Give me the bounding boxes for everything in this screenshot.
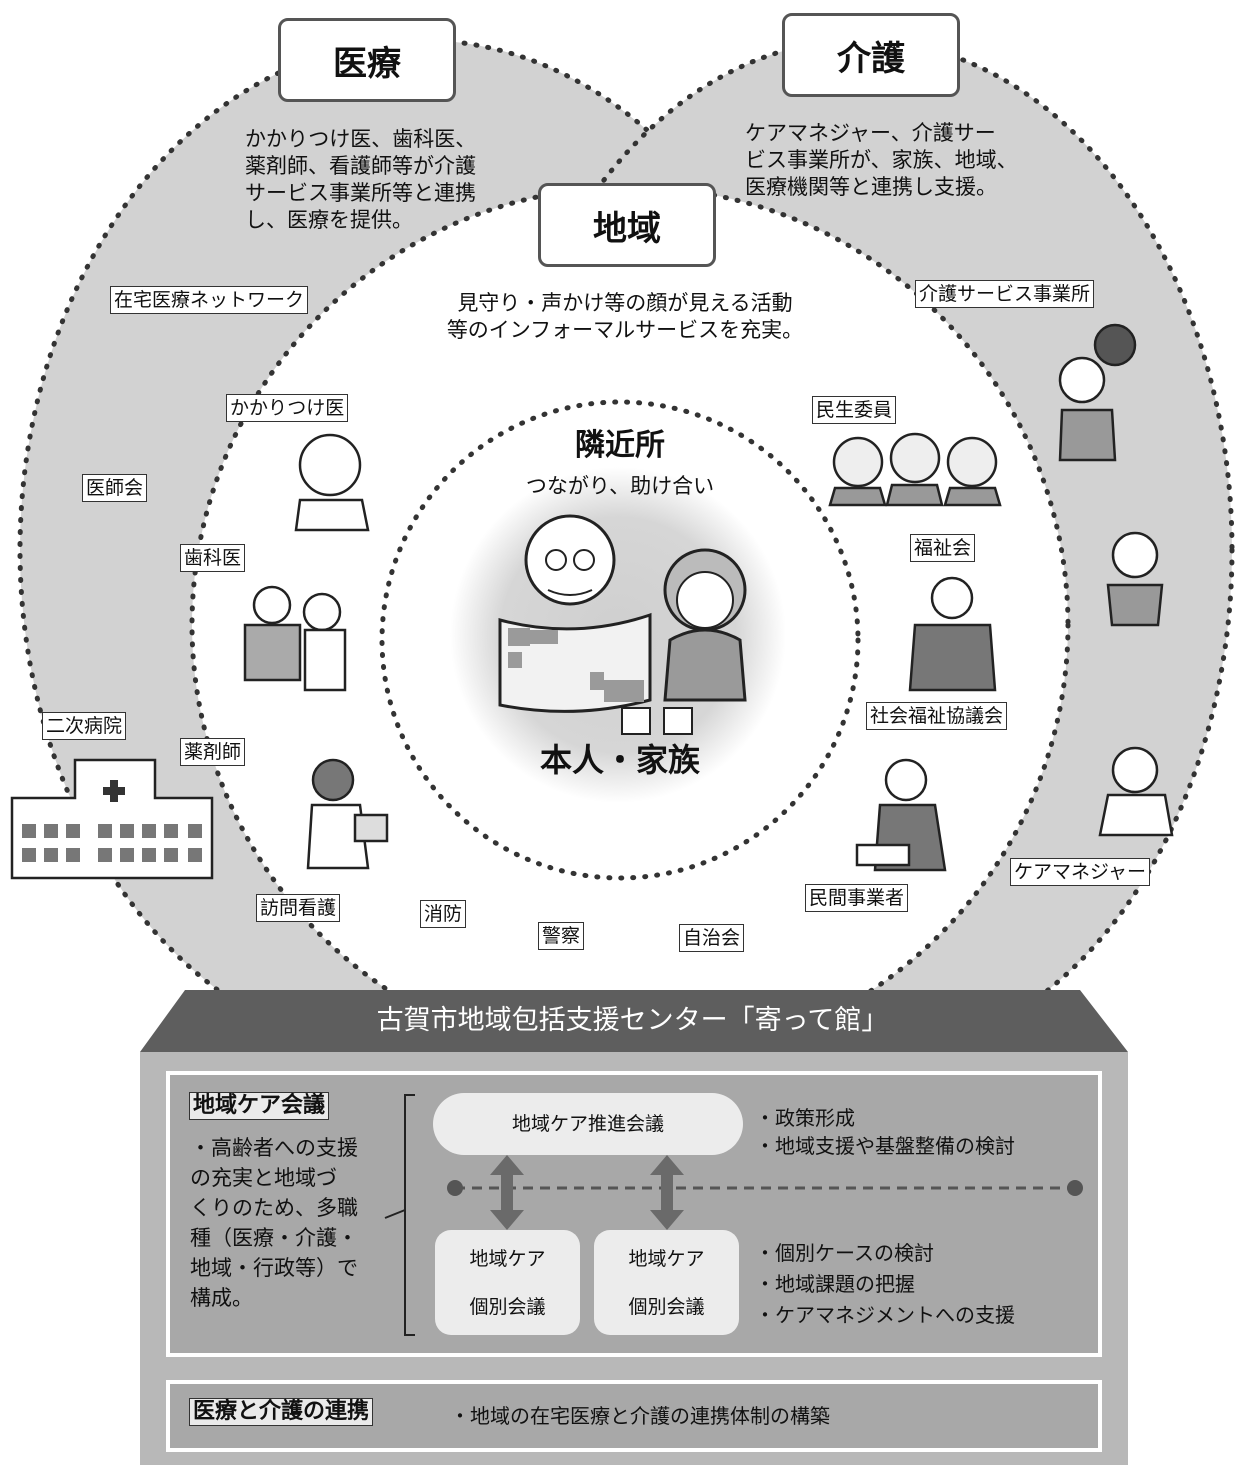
council-man-illustration	[908, 576, 997, 692]
promotion-meeting-pill: 地域ケア推進会議	[433, 1093, 743, 1155]
community-description: 見守り・声かけ等の顔が見える活動 等のインフォーマルサービスを充実。	[446, 291, 804, 342]
neighborhood-title: 隣近所	[575, 428, 665, 463]
label-home-medical-network: 在宅医療ネットワーク	[110, 286, 309, 314]
hospital-illustration	[10, 758, 214, 880]
care-worker-illustration	[1058, 323, 1174, 837]
label-medical-association: 医師会	[82, 474, 148, 502]
business-worker-illustration	[855, 758, 947, 872]
individual-meeting-pill-1: 地域ケア 個別会議	[435, 1230, 580, 1335]
label-neighborhood-association: 自治会	[679, 924, 745, 952]
coordination-title: 医療と介護の連携	[189, 1398, 374, 1426]
pharmacist-illustration	[306, 758, 389, 870]
label-social-welfare-council: 社会福祉協議会	[866, 702, 1008, 730]
label-private-business: 民間事業者	[805, 884, 909, 912]
medical-description: かかりつけ医、歯科医、 薬剤師、看護師等が介護 サービス事業所等と連携 し、医療…	[245, 127, 477, 232]
label-care-manager: ケアマネジャー	[1010, 858, 1151, 886]
label-dentist: 歯科医	[180, 544, 246, 572]
care-meeting-title: 地域ケア会議	[189, 1092, 330, 1120]
care-description: ケアマネジャー、介護サー ビス事業所が、家族、地域、 医療機関等と連携し支援。	[745, 121, 1018, 199]
label-police: 警察	[538, 922, 585, 950]
center-banner-shape	[140, 990, 1128, 1052]
individual-bullets: ・個別ケースの検討 ・地域課題の把握 ・ケアマネジメントへの支援	[755, 1241, 1015, 1327]
label-welfare-council: 福祉会	[910, 534, 976, 562]
dentist-illustration	[243, 585, 347, 692]
policy-bullets: ・政策形成 ・地域支援や基盤整備の検討	[755, 1106, 1015, 1158]
label-care-service-office: 介護サービス事業所	[915, 280, 1095, 308]
label-fire-department: 消防	[420, 900, 467, 928]
label-visiting-nursing: 訪問看護	[256, 894, 341, 922]
community-header: 地域	[538, 183, 716, 267]
center-family-label: 本人・家族	[539, 741, 700, 779]
individual-meeting-pill-2: 地域ケア 個別会議	[594, 1230, 739, 1335]
care-meeting-description: ・高齢者への支援 の充実と地域づ くりのため、多職 種（医療・介護・ 地域・行政…	[190, 1136, 358, 1310]
label-family-doctor: かかりつけ医	[226, 394, 349, 422]
neighborhood-subtitle: つながり、助け合い	[525, 474, 715, 498]
doctor-illustration	[294, 433, 370, 532]
coordination-bullet: ・地域の在宅医療と介護の連携体制の構築	[450, 1404, 830, 1428]
family-illustration	[498, 514, 747, 735]
medical-header: 医療	[278, 18, 456, 102]
welfare-commissioner-illustration	[828, 432, 1002, 507]
care-header: 介護	[782, 13, 960, 97]
label-welfare-commissioner: 民生委員	[812, 396, 897, 424]
center-banner-title: 古賀市地域包括支援センター「寄って館」	[376, 1005, 889, 1036]
label-pharmacist: 薬剤師	[180, 738, 246, 766]
label-secondary-hospital: 二次病院	[42, 712, 127, 740]
